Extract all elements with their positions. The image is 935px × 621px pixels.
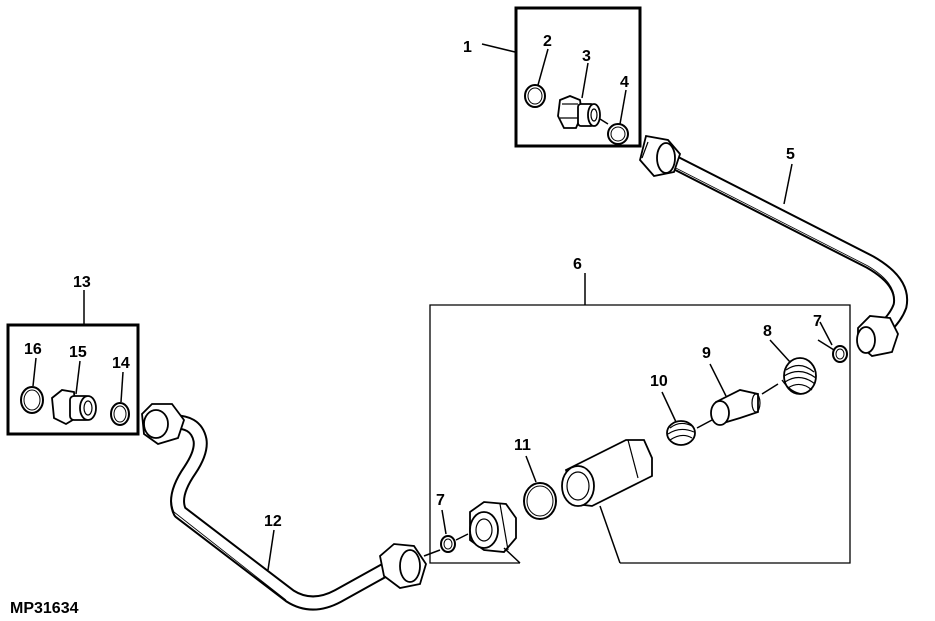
callout-1: 1: [463, 39, 472, 56]
leader-12: [267, 529, 275, 571]
callout-13: 13: [73, 274, 91, 291]
callout-12: 12: [264, 513, 282, 530]
callout-3: 3: [582, 48, 591, 65]
o-ring-7-right: [832, 345, 848, 363]
leader-4: [619, 89, 627, 125]
leader-axis-7a: [817, 339, 835, 351]
callout-15: 15: [69, 344, 87, 361]
o-ring-11: [523, 482, 557, 520]
leader-15: [75, 360, 81, 395]
poppet-9: [710, 389, 761, 426]
fitting-15: [51, 389, 97, 426]
leader-1: [481, 43, 516, 53]
fitting-kit-1-box: [514, 6, 642, 148]
callout-8: 8: [763, 323, 772, 340]
pipe-5: [639, 134, 909, 357]
fitting-kit-13-box: [6, 323, 140, 436]
pipe-12: [141, 403, 427, 611]
valve-body: [561, 439, 653, 507]
leader-valve-body: [599, 505, 621, 564]
leader-16: [32, 357, 37, 387]
leader-2: [537, 48, 549, 86]
callout-16: 16: [24, 341, 42, 358]
callout-14: 14: [112, 355, 130, 372]
callout-5: 5: [786, 146, 795, 163]
callout-6: 6: [573, 256, 582, 273]
o-ring-4: [607, 123, 629, 145]
leader-10: [661, 391, 677, 423]
callout-7-right: 7: [813, 313, 822, 330]
figure-id: MP31634: [10, 600, 79, 617]
leader-7-left: [441, 509, 447, 535]
callout-9: 9: [702, 345, 711, 362]
leader-14: [120, 371, 124, 403]
fitting-3: [557, 95, 601, 129]
leader-axis-7b: [455, 533, 469, 541]
o-ring-16: [20, 386, 44, 414]
leader-9: [709, 363, 727, 397]
leader-3: [581, 62, 589, 99]
leader-11: [525, 455, 537, 483]
leader-5: [783, 163, 793, 205]
o-ring-2: [524, 84, 546, 108]
valve-kit-6-box: [429, 304, 851, 564]
valve-fitting: [469, 501, 517, 553]
leader-fitting: [503, 547, 521, 564]
leader-axis-8: [761, 383, 779, 395]
leader-7-right: [819, 321, 833, 346]
leader-axis-1: [599, 118, 609, 125]
callout-7-left: 7: [436, 492, 445, 509]
o-ring-7-left: [440, 535, 456, 553]
leader-8: [769, 339, 791, 363]
callout-11: 11: [514, 437, 531, 454]
leader-axis-7c: [423, 549, 441, 557]
callout-2: 2: [543, 33, 552, 50]
callout-4: 4: [620, 74, 629, 91]
o-ring-14: [110, 402, 130, 426]
spring-8: [781, 357, 817, 395]
spring-10: [666, 420, 696, 446]
callout-10: 10: [650, 373, 668, 390]
leader-axis-10: [696, 419, 713, 429]
